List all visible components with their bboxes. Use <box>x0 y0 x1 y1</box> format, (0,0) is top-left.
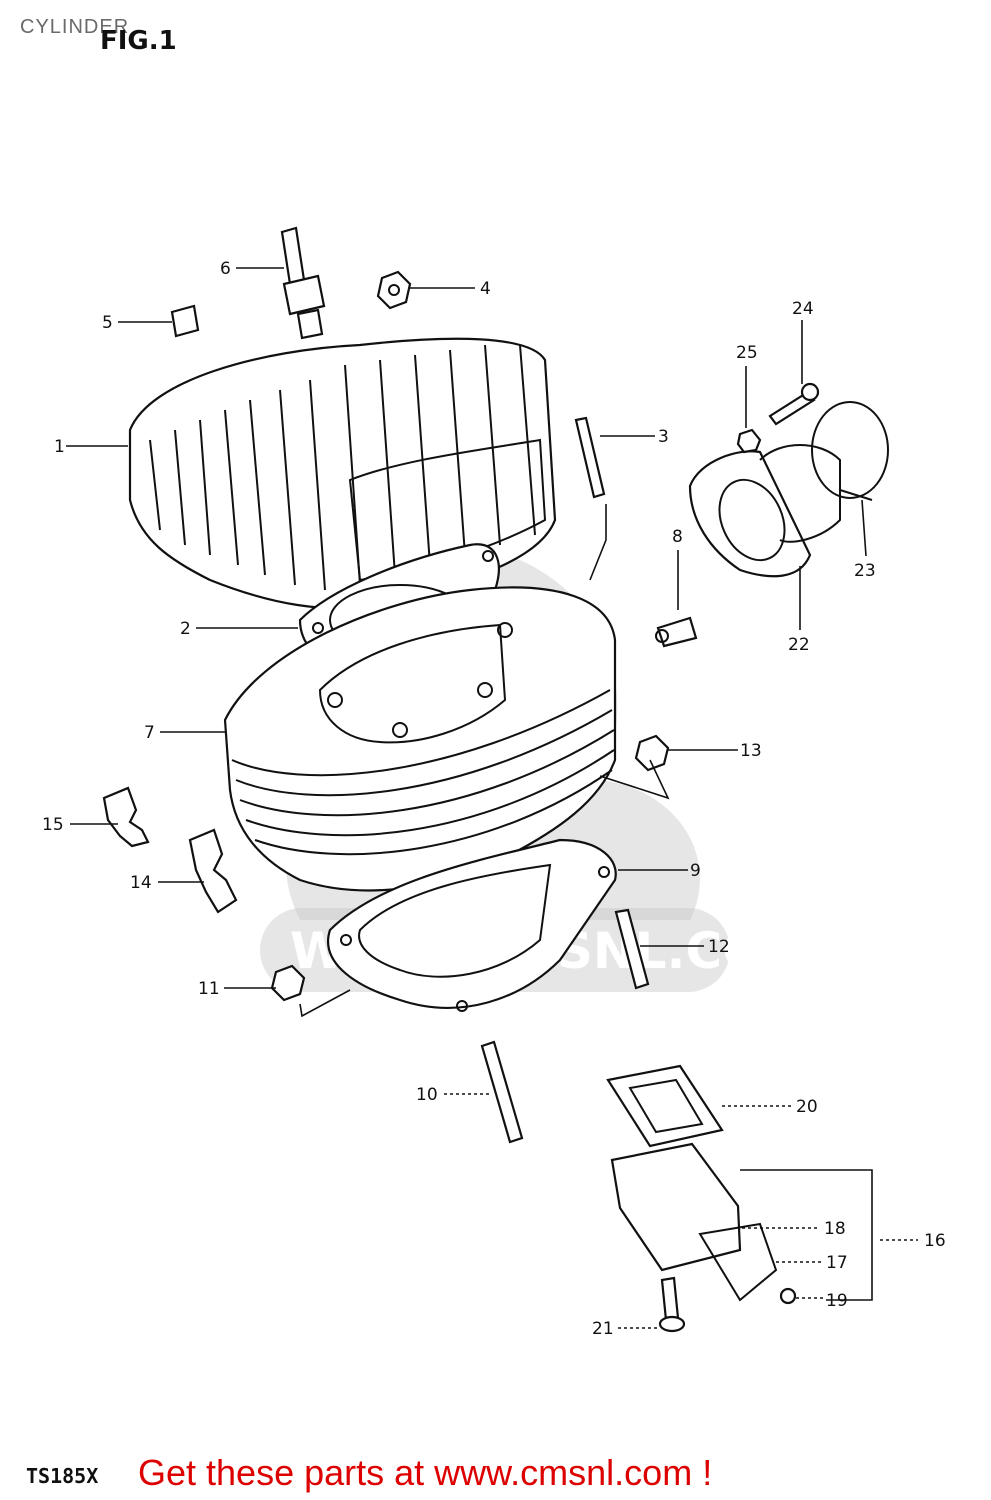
cap-shape <box>170 304 200 338</box>
part-intake-pipe <box>688 444 841 578</box>
base-gasket-bore <box>358 863 552 978</box>
reference-numbers: 1 2 3 4 5 6 7 8 9 10 11 12 13 14 15 16 1… <box>42 259 946 1339</box>
ref-1: 1 <box>54 437 65 457</box>
screw-bottom-head <box>658 1315 686 1333</box>
nut-head-hex <box>376 270 412 310</box>
ref-25: 25 <box>736 343 758 363</box>
base-gasket-hole <box>598 866 610 878</box>
ref-7: 7 <box>144 723 155 743</box>
bolt-15-shape <box>102 786 150 848</box>
leader-16-bracket <box>740 1169 873 1301</box>
part-nut-small <box>736 428 762 454</box>
ref-20: 20 <box>796 1097 818 1117</box>
leader-13-split <box>599 759 670 800</box>
part-stud-long <box>480 1040 524 1144</box>
ref-17: 17 <box>826 1253 848 1273</box>
exploded-parts-diagram: WWW.CMSNL.COM <box>42 226 946 1339</box>
part-clamp <box>811 401 889 501</box>
part-stud-upper <box>574 416 606 499</box>
part-reed-screw <box>779 1287 797 1305</box>
ref-11: 11 <box>198 979 220 999</box>
ref-10: 10 <box>416 1085 438 1105</box>
part-base-gasket <box>327 838 617 1012</box>
spark-plug-insulator <box>280 226 306 286</box>
reed-valve-block <box>610 1142 742 1272</box>
ref-6: 6 <box>220 259 231 279</box>
promo-link[interactable]: Get these parts at www.cmsnl.com ! <box>138 1452 713 1493</box>
spark-plug-hex <box>282 274 326 316</box>
model-label: TS185X <box>26 1464 99 1488</box>
ref-15: 15 <box>42 815 64 835</box>
stud-upper-shape <box>574 416 606 499</box>
head-gasket-hole <box>312 622 324 634</box>
part-nut-cylinder <box>634 734 670 772</box>
head-gasket-hole <box>482 550 494 562</box>
ref-8: 8 <box>672 527 683 547</box>
leader-3-split <box>589 504 607 581</box>
reed-screw-head <box>779 1287 797 1305</box>
cylinder-fins <box>231 689 615 856</box>
cylinder-stud-hole <box>477 682 493 698</box>
ref-21: 21 <box>592 1319 614 1339</box>
spark-plug-thread <box>296 308 324 340</box>
ref-13: 13 <box>740 741 762 761</box>
clamp-screw <box>839 489 873 501</box>
cylinder-stud-hole <box>327 692 343 708</box>
part-bolt-15 <box>102 786 150 848</box>
ref-24: 24 <box>792 299 814 319</box>
ref-4: 4 <box>480 279 491 299</box>
ref-23: 23 <box>854 561 876 581</box>
cylinder-top-flange <box>318 623 507 744</box>
nut-cylinder-hex <box>634 734 670 772</box>
screw-bottom-shape <box>660 1276 680 1322</box>
nut-head-hole <box>388 284 400 296</box>
ref-5: 5 <box>102 313 113 333</box>
ref-18: 18 <box>824 1219 846 1239</box>
ref-2: 2 <box>180 619 191 639</box>
ref-3: 3 <box>658 427 669 447</box>
ref-9: 9 <box>690 861 701 881</box>
nut-small-hex <box>736 428 762 454</box>
leader-23 <box>861 499 867 557</box>
base-gasket-hole <box>340 934 352 946</box>
part-cap <box>170 304 200 338</box>
part-reed-gasket <box>606 1064 724 1148</box>
part-connector <box>655 616 698 648</box>
part-screw-clamp <box>768 382 820 426</box>
reed-gasket-shape <box>606 1064 724 1148</box>
part-cylinder <box>223 586 617 892</box>
figure-label: FIG.1 <box>100 26 177 56</box>
clamp-band <box>811 401 889 499</box>
page-title: CYLINDER <box>20 16 130 38</box>
bolt-14-shape <box>188 828 238 914</box>
reed-gasket-opening <box>628 1078 704 1134</box>
ref-14: 14 <box>130 873 152 893</box>
stud-long-shape <box>480 1040 524 1144</box>
cylinder-stud-hole <box>392 722 408 738</box>
ref-16: 16 <box>924 1231 946 1251</box>
ref-12: 12 <box>708 937 730 957</box>
ref-22: 22 <box>788 635 810 655</box>
connector-end <box>655 629 669 643</box>
intake-pipe-neck <box>759 444 841 543</box>
leader-11-split <box>299 989 351 1018</box>
part-spark-plug <box>280 226 326 340</box>
part-stud-base <box>614 908 650 990</box>
leader-lines <box>66 267 918 1329</box>
base-gasket-hole <box>456 1000 468 1012</box>
intake-pipe-flange <box>688 450 812 578</box>
part-nut-head <box>376 270 412 310</box>
ref-19: 19 <box>826 1291 848 1311</box>
base-gasket-shape <box>327 838 617 1009</box>
intake-pipe-bore <box>718 478 786 562</box>
screw-clamp-head <box>800 382 820 402</box>
part-bolt-14 <box>188 828 238 914</box>
cylinder-stud-hole <box>497 622 513 638</box>
part-reed-valve <box>610 1142 778 1302</box>
reed-valve-petals <box>698 1222 778 1302</box>
part-screw-bottom <box>658 1276 686 1333</box>
stud-base-shape <box>614 908 650 990</box>
